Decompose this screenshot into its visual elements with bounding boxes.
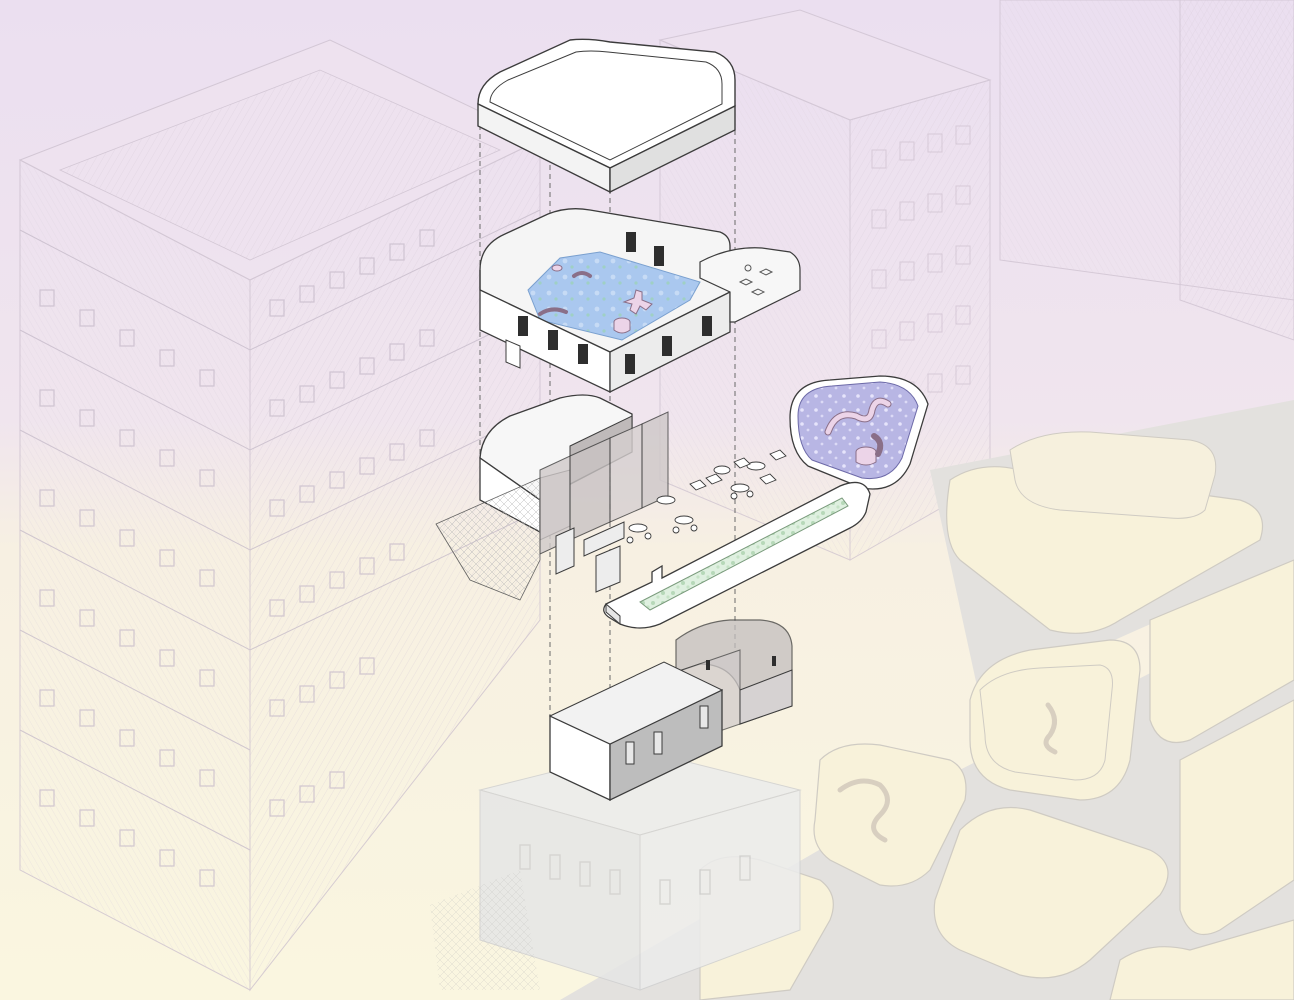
city-block [1109, 919, 1294, 1000]
cafe-furniture [626, 449, 787, 544]
pool-sculptures [538, 264, 653, 334]
city-block [1179, 699, 1294, 935]
shade-net [435, 477, 541, 601]
rooftop-pool [527, 251, 701, 341]
terrace-level [435, 394, 787, 601]
city-block [933, 806, 1169, 979]
city-block [813, 743, 967, 887]
glass-partitions [539, 411, 669, 555]
enclosure-window [625, 741, 635, 765]
pool-level [479, 208, 801, 394]
enclosure-window [653, 731, 663, 755]
planter-deck [603, 481, 871, 629]
pool-level-windows [518, 232, 712, 374]
enclosure-level [548, 619, 793, 802]
lounge-pool [789, 375, 929, 490]
city-block [1149, 559, 1294, 744]
context-building-left [18, 39, 542, 992]
context-windows-left [39, 229, 435, 887]
shelving [555, 521, 625, 593]
context-building-right [999, 0, 1294, 341]
side-deck [699, 247, 801, 323]
roof-slab [477, 38, 736, 194]
enclosure-window [699, 705, 709, 729]
